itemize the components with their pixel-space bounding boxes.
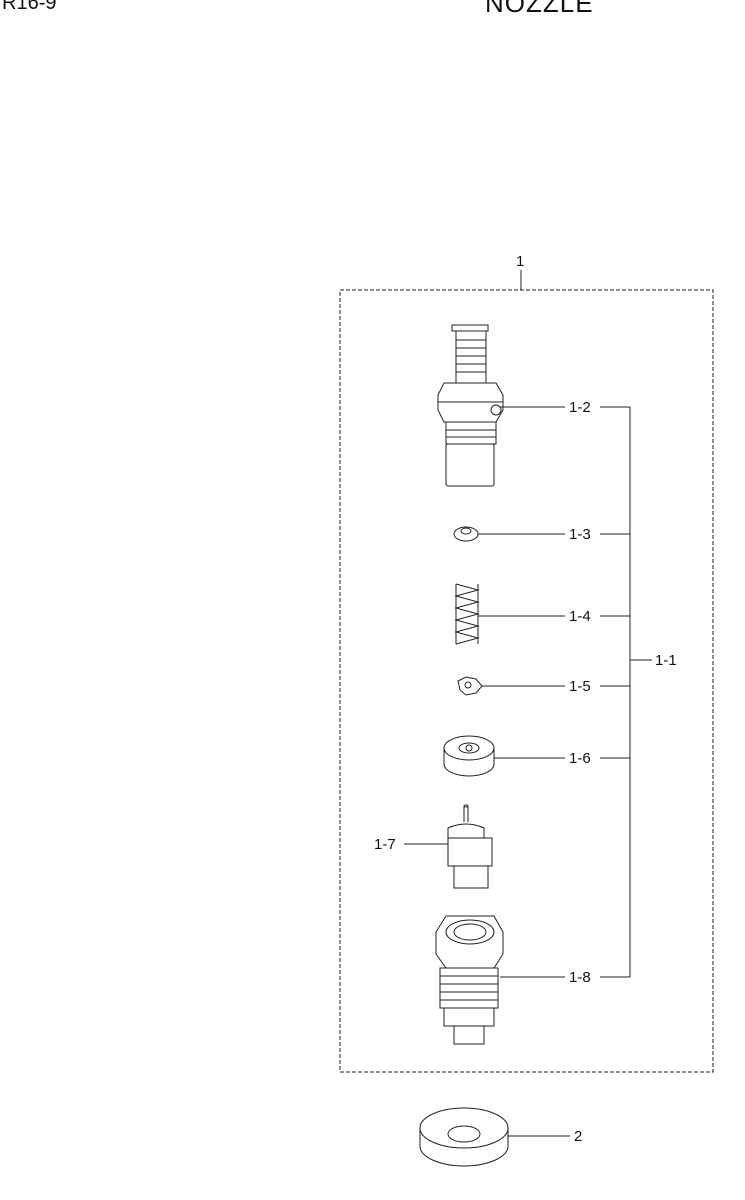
distance-piece-drawing bbox=[443, 735, 495, 777]
spring-drawing bbox=[454, 583, 480, 645]
label-1-6: 1-6 bbox=[569, 750, 591, 767]
page-code: R16-9 bbox=[2, 0, 57, 14]
label-1-8: 1-8 bbox=[569, 969, 591, 986]
sub-assembly-bracket bbox=[600, 406, 652, 978]
label-1: 1 bbox=[516, 253, 524, 270]
retaining-nut-drawing bbox=[435, 915, 504, 1045]
label-1-1: 1-1 bbox=[655, 652, 677, 669]
nozzle-tip-drawing bbox=[447, 804, 493, 889]
assembly-boundary bbox=[339, 289, 714, 1073]
push-rod-drawing bbox=[457, 676, 483, 696]
label-2: 2 bbox=[574, 1128, 582, 1145]
label-1-4: 1-4 bbox=[569, 608, 591, 625]
spring-seat-drawing bbox=[453, 526, 479, 542]
label-1-5: 1-5 bbox=[569, 678, 591, 695]
label-1-2: 1-2 bbox=[569, 399, 591, 416]
page-title: NOZZLE bbox=[485, 0, 594, 18]
washer-drawing bbox=[419, 1107, 509, 1167]
label-1-3: 1-3 bbox=[569, 526, 591, 543]
nozzle-holder-body-drawing bbox=[437, 324, 504, 487]
label-1-7: 1-7 bbox=[374, 836, 396, 853]
